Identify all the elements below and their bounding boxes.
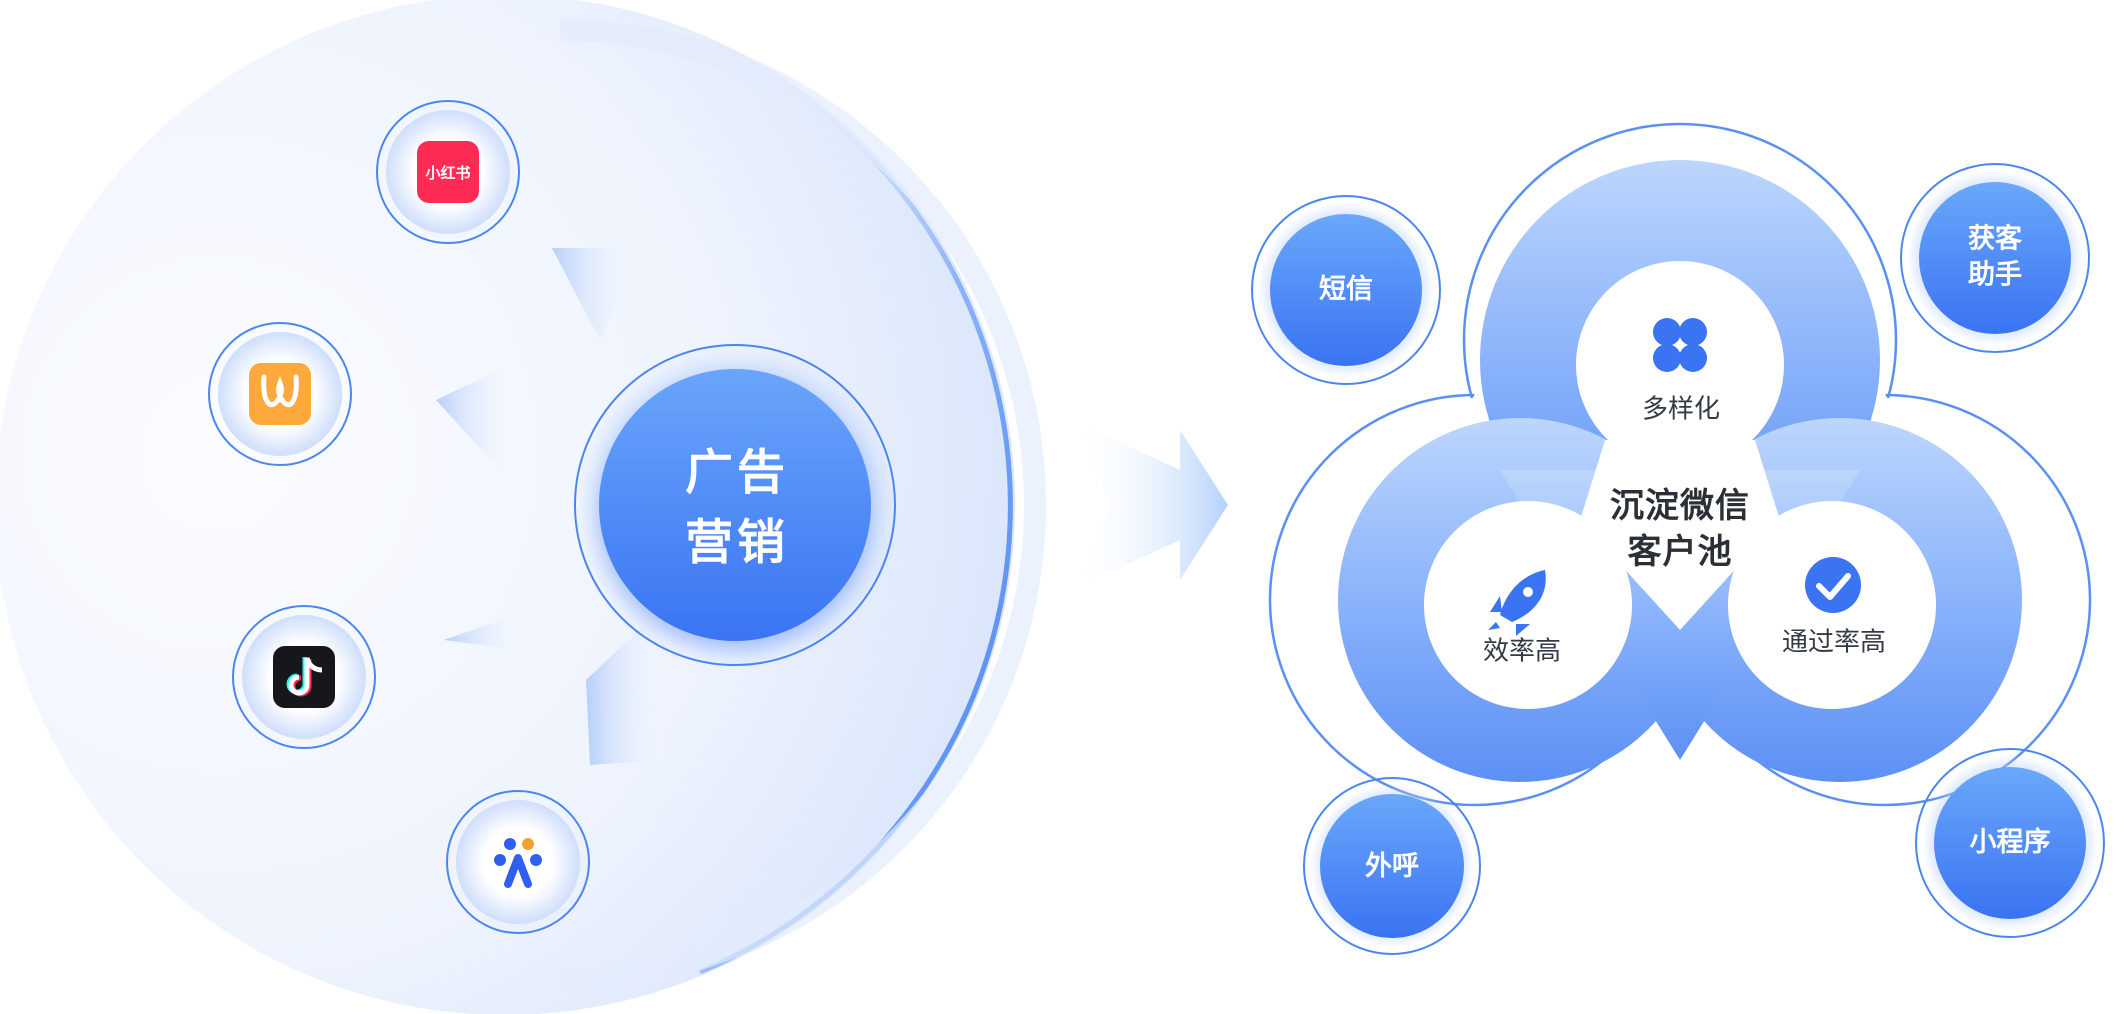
channel-icon-dots-app bbox=[446, 790, 590, 934]
inner-arc bbox=[559, 19, 1046, 991]
center-ball bbox=[599, 369, 871, 641]
xiaohongshu-icon bbox=[417, 141, 479, 203]
rocket-icon bbox=[1488, 570, 1546, 636]
satellite-assistant bbox=[1900, 163, 2090, 353]
center-label-wechat-pool: 沉淀微信 客户池 bbox=[1610, 486, 1750, 572]
dots-app-icon bbox=[494, 838, 542, 888]
wechat-pool-zone bbox=[1251, 122, 2105, 955]
feature-label-diversity: 多样化 bbox=[1641, 394, 1721, 425]
channel-icon-tiktok bbox=[232, 605, 376, 749]
channel-icon-xiaohongshu bbox=[376, 100, 520, 244]
fan-wedges bbox=[436, 248, 670, 765]
feature-label-pass-rate: 通过率高 bbox=[1781, 627, 1887, 658]
satellite-label-outbound-call: 外呼 bbox=[1365, 850, 1419, 882]
center-label-ad-marketing: 广告 营销 bbox=[684, 444, 790, 570]
satellite-outbound-call bbox=[1303, 777, 1481, 955]
channel-icon-w-app bbox=[208, 322, 352, 466]
satellite-sms bbox=[1251, 195, 1441, 385]
satellite-label-mini-program: 小程序 bbox=[1969, 826, 2051, 858]
satellite-label-assistant: 获客 助手 bbox=[1968, 223, 2022, 291]
satellite-mini-program bbox=[1915, 748, 2105, 938]
clover-icon bbox=[1653, 318, 1707, 372]
satellite-label-sms: 短信 bbox=[1319, 273, 1373, 305]
ad-marketing-zone bbox=[0, 0, 1046, 1014]
feature-circle-diversity bbox=[1576, 261, 1784, 469]
background-circle bbox=[0, 0, 1015, 1014]
feature-label-efficiency: 效率高 bbox=[1482, 636, 1562, 667]
flow-arrow bbox=[1072, 420, 1228, 590]
center-ring bbox=[574, 344, 896, 666]
check-icon bbox=[1805, 557, 1861, 613]
xiaohongshu-logo-text: 小红书 bbox=[425, 163, 471, 182]
